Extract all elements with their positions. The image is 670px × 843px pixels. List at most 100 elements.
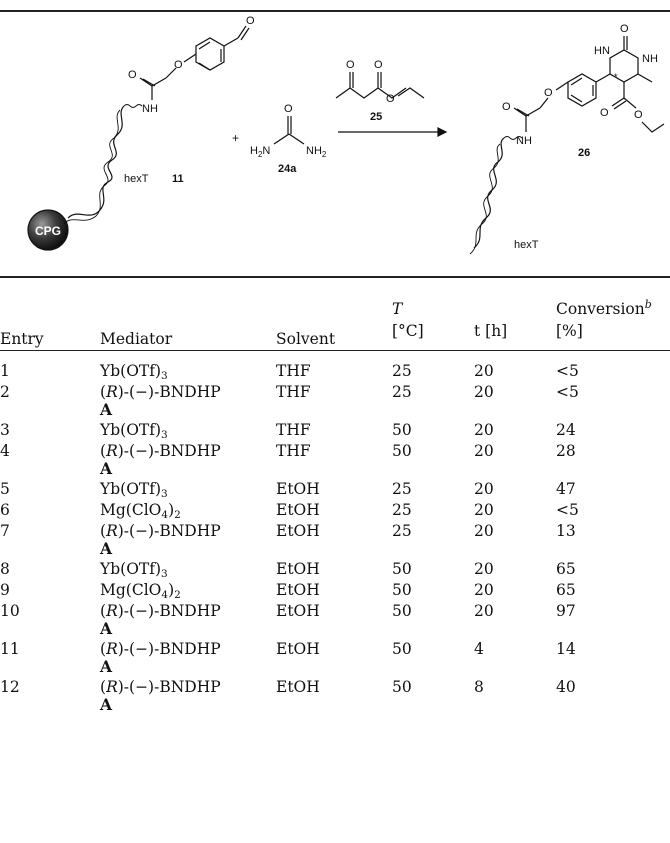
row-6-time: 20 <box>474 501 494 519</box>
svg-text:NH: NH <box>142 103 158 115</box>
row-2-entry: 2 <box>0 383 10 401</box>
row-8-conversion: 65 <box>556 560 576 578</box>
row-3-entry: 3 <box>0 421 10 439</box>
table-top-rule <box>0 276 670 278</box>
row-2-solvent: THF <box>276 383 311 401</box>
cpg-bead: CPG <box>27 209 69 251</box>
compound-26-label: 26 <box>578 147 590 159</box>
svg-text:HN: HN <box>594 45 610 57</box>
compound-11-label: 11 <box>172 173 184 185</box>
row-10-conversion: 97 <box>556 602 576 620</box>
row-1-conversion: <5 <box>556 362 579 380</box>
header-temp-symbol: T <box>392 300 403 318</box>
svg-text:O: O <box>374 59 383 71</box>
top-rule <box>0 10 670 12</box>
row-5-conversion: 47 <box>556 480 576 498</box>
row-6-mediator: Mg(ClO4)2 <box>100 501 181 521</box>
header-solvent: Solvent <box>276 330 336 348</box>
row-6-conversion: <5 <box>556 501 579 519</box>
row-10-temp: 50 <box>392 602 412 620</box>
row-7-temp: 25 <box>392 522 412 540</box>
header-bottom-rule <box>0 350 670 351</box>
row-7-entry: 7 <box>0 522 10 540</box>
row-3-mediator: Yb(OTf)3 <box>100 421 168 441</box>
row-10-entry: 10 <box>0 602 20 620</box>
row-1-mediator: Yb(OTf)3 <box>100 362 168 382</box>
row-6-solvent: EtOH <box>276 501 320 519</box>
row-4-entry: 4 <box>0 442 10 460</box>
row-3-temp: 50 <box>392 421 412 439</box>
row-12-temp: 50 <box>392 678 412 696</box>
row-2-conversion: <5 <box>556 383 579 401</box>
svg-text:*: * <box>614 72 618 82</box>
row-9-solvent: EtOH <box>276 581 320 599</box>
row-11-entry: 11 <box>0 640 20 658</box>
row-7-time: 20 <box>474 522 494 540</box>
row-5-temp: 25 <box>392 480 412 498</box>
svg-text:O: O <box>502 101 511 113</box>
row-2-temp: 25 <box>392 383 412 401</box>
row-11-conversion: 14 <box>556 640 576 658</box>
row-5-entry: 5 <box>0 480 10 498</box>
svg-text:H2N: H2N <box>250 145 270 159</box>
row-12-time: 8 <box>474 678 484 696</box>
ketoester-25: O O O 25 <box>335 59 425 123</box>
row-3-solvent: THF <box>276 421 311 439</box>
row-1-entry: 1 <box>0 362 10 380</box>
row-7-solvent: EtOH <box>276 522 320 540</box>
linker-label-26: hexT <box>514 239 539 251</box>
reaction-scheme: CPG hexT 11 NH O O O + O H2N NH2 24a O <box>27 15 665 255</box>
svg-text:O: O <box>620 23 629 35</box>
row-10-solvent: EtOH <box>276 602 320 620</box>
row-12-entry: 12 <box>0 678 20 696</box>
row-9-mediator: Mg(ClO4)2 <box>100 581 181 601</box>
row-8-entry: 8 <box>0 560 10 578</box>
header-conversion-unit: [%] <box>556 322 583 340</box>
conversion-footnote-mark: b <box>644 298 652 311</box>
linker-11 <box>67 105 125 219</box>
product-26: hexT NH O O * HN NH O O O 26 <box>469 23 665 255</box>
plus-sign: + <box>232 131 239 145</box>
cpg-label: CPG <box>35 224 61 238</box>
row-4-conversion: 28 <box>556 442 576 460</box>
row-9-conversion: 65 <box>556 581 576 599</box>
row-12-solvent: EtOH <box>276 678 320 696</box>
row-5-solvent: EtOH <box>276 480 320 498</box>
row-1-solvent: THF <box>276 362 311 380</box>
row-3-time: 20 <box>474 421 494 439</box>
row-9-temp: 50 <box>392 581 412 599</box>
header-entry: Entry <box>0 330 44 348</box>
row-5-time: 20 <box>474 480 494 498</box>
row-9-time: 20 <box>474 581 494 599</box>
svg-text:O: O <box>174 59 183 71</box>
svg-text:O: O <box>544 87 553 99</box>
row-8-solvent: EtOH <box>276 560 320 578</box>
svg-text:O: O <box>246 15 255 27</box>
svg-text:NH: NH <box>516 135 532 147</box>
row-8-time: 20 <box>474 560 494 578</box>
row-11-solvent: EtOH <box>276 640 320 658</box>
row-4-solvent: THF <box>276 442 311 460</box>
row-12-conversion: 40 <box>556 678 576 696</box>
svg-text:O: O <box>128 69 137 81</box>
svg-text:NH2: NH2 <box>306 145 327 159</box>
row-7-conversion: 13 <box>556 522 576 540</box>
row-11-temp: 50 <box>392 640 412 658</box>
row-4-time: 20 <box>474 442 494 460</box>
row-4-temp: 50 <box>392 442 412 460</box>
header-mediator: Mediator <box>100 330 173 348</box>
linker-label-11: hexT <box>124 173 149 185</box>
row-6-temp: 25 <box>392 501 412 519</box>
row-11-time: 4 <box>474 640 484 658</box>
svg-text:NH: NH <box>642 53 658 65</box>
row-2-time: 20 <box>474 383 494 401</box>
header-conversion: Conversionb <box>556 298 652 318</box>
row-1-temp: 25 <box>392 362 412 380</box>
svg-text:O: O <box>634 109 643 121</box>
